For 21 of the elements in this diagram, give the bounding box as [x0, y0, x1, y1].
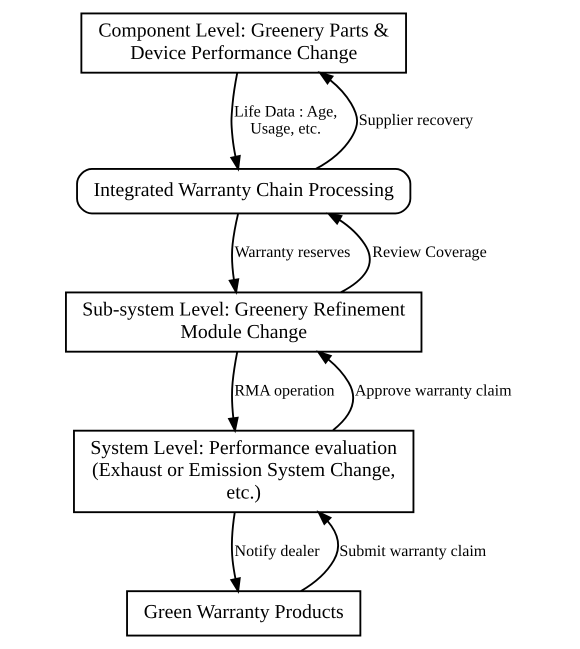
arrow — [316, 350, 354, 431]
arrow — [230, 512, 241, 594]
node-box: Green Warranty Products — [126, 590, 362, 637]
node-box: System Level: Performance evaluation (Exhaust or Emission System Change, etc.) — [73, 430, 414, 514]
node-box: Integrated Warranty Chain Processing — [76, 168, 412, 214]
edge-label: Submit warranty claim — [339, 542, 486, 560]
edge-label: Approve warranty claim — [354, 382, 512, 400]
arrow — [228, 352, 239, 434]
arrow — [326, 212, 371, 294]
node-box: Sub-system Level: Greenery Refinement Module Change — [65, 291, 422, 353]
edge-label: Life Data : Age, Usage, etc. — [234, 103, 338, 138]
arrow — [230, 72, 241, 172]
arrow — [228, 213, 240, 295]
edge-label: RMA operation — [234, 382, 335, 400]
edge-label: Supplier recovery — [358, 112, 474, 130]
arrow — [315, 71, 358, 170]
edge-label: Review Coverage — [372, 244, 487, 262]
edge-label: Warranty reserves — [234, 244, 350, 262]
arrow — [300, 510, 339, 592]
node-box: Component Level: Greenery Parts & Device Performance Change — [80, 12, 407, 74]
edge-label: Notify dealer — [234, 542, 320, 560]
